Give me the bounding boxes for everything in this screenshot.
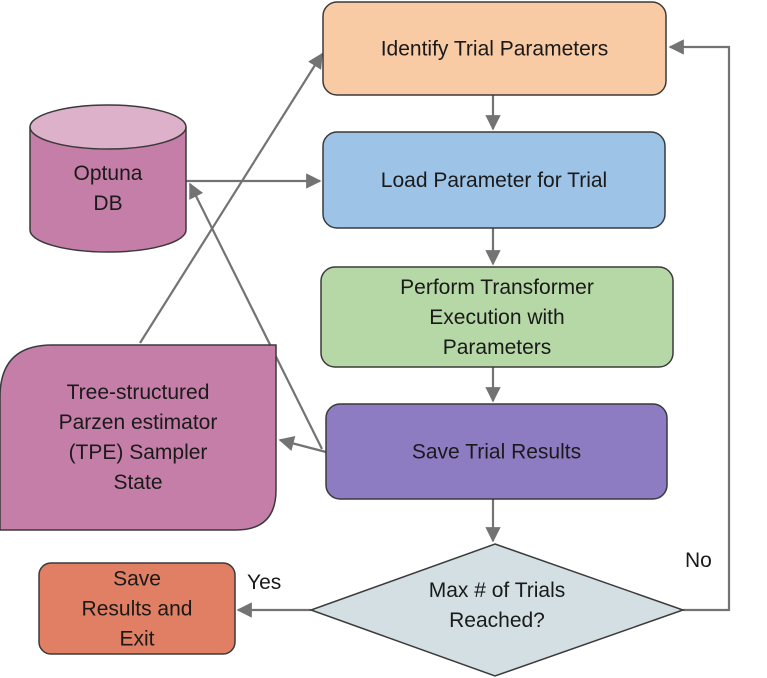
label-line: Optuna	[74, 162, 143, 185]
node-perform-shape	[320, 266, 674, 368]
edges	[139, 39, 731, 618]
node-db-top	[29, 104, 187, 150]
edge-label-yes: Yes	[247, 571, 281, 594]
label-line: Tree-structured	[67, 381, 210, 404]
node-decision-shape	[308, 543, 686, 677]
edge-tpe-to-identify	[139, 52, 323, 344]
label-line: Save Trial Results	[412, 441, 581, 464]
label-line: State	[113, 471, 162, 494]
node-save-shape	[325, 403, 668, 500]
node-db-body	[29, 127, 187, 253]
label-line: Parzen estimator	[59, 411, 218, 434]
node-tpe-shape	[0, 344, 277, 531]
label-line: Reached?	[449, 609, 545, 632]
label-line: Results and	[82, 598, 193, 621]
label-line: Exit	[119, 628, 154, 651]
node-identify-label: Identify Trial Parameters	[381, 38, 609, 61]
label-line: Load Parameter for Trial	[381, 169, 607, 192]
edge-decision-to-identify	[668, 39, 731, 612]
node-identify-shape	[322, 1, 667, 96]
edge-save-to-tpe	[278, 436, 327, 454]
node-save-trial-results: Save Trial Results	[325, 403, 668, 500]
label-line: Save	[113, 568, 161, 591]
label-line: DB	[93, 192, 122, 215]
edge-save-to-db	[189, 182, 323, 450]
node-load-label: Load Parameter for Trial	[381, 169, 607, 192]
label-line: Execution with	[429, 306, 564, 329]
node-save-label: Save Trial Results	[412, 441, 581, 464]
node-load-shape	[322, 131, 666, 229]
label-line: (TPE) Sampler	[69, 441, 208, 464]
label-line: Parameters	[443, 336, 552, 359]
label-line: Perform Transformer	[400, 276, 594, 299]
label-line: Identify Trial Parameters	[381, 38, 609, 61]
node-identify-trial-parameters: Identify Trial Parameters	[322, 1, 667, 96]
node-exit-shape	[38, 562, 236, 655]
label-line: Max # of Trials	[429, 579, 566, 602]
node-load-parameter: Load Parameter for Trial	[322, 131, 666, 229]
edge-label-no: No	[685, 549, 712, 572]
